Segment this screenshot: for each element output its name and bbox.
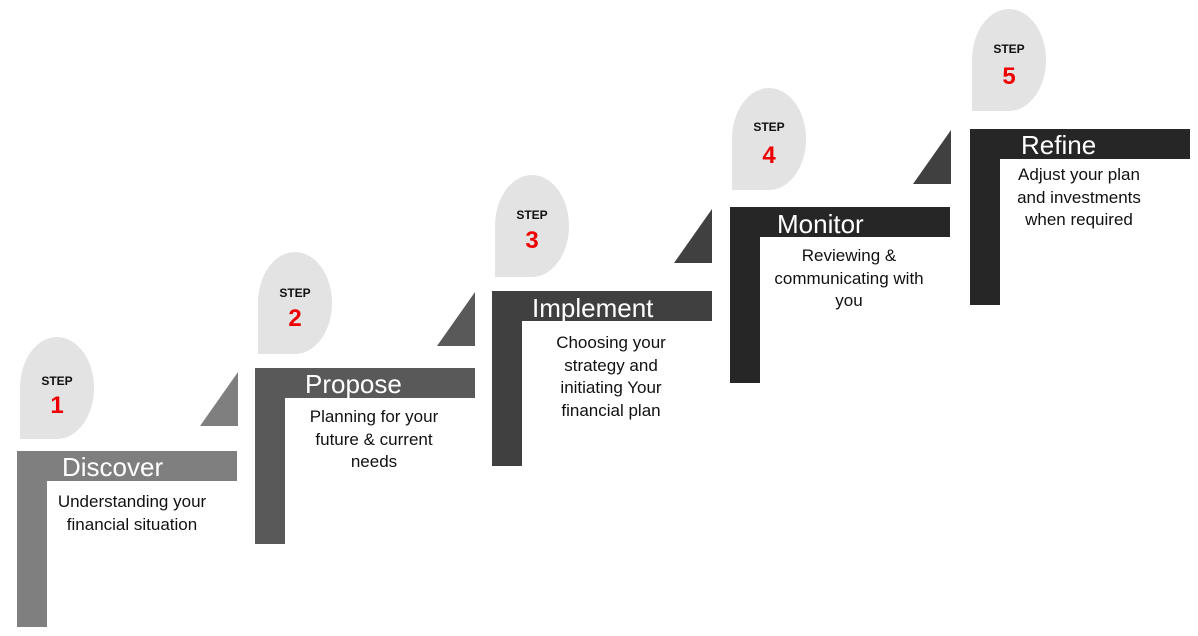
step-3-description: Choosing your strategy and initiating Yo…: [556, 333, 666, 420]
step-3-label: STEP: [516, 208, 548, 222]
step-2-title: Propose: [305, 369, 402, 399]
step-4-bubble: STEP 4: [732, 88, 806, 190]
step-3-post: [492, 291, 522, 466]
step-2-arrow: [437, 292, 475, 346]
step-3-title: Implement: [532, 293, 654, 323]
step-5-title: Refine: [1021, 130, 1097, 160]
step-5-bubble: STEP 5: [972, 9, 1046, 111]
step-3-arrow: [674, 209, 712, 263]
step-2-number: 2: [288, 305, 302, 332]
step-4-number: 4: [762, 142, 776, 169]
step-2-bar: [255, 368, 475, 398]
step-2-label: STEP: [279, 286, 311, 300]
step-5-description: Adjust your plan and investments when re…: [1017, 165, 1141, 229]
step-1-bar: [17, 451, 237, 481]
step-5-number: 5: [1002, 63, 1016, 90]
step-5-bar: [970, 129, 1190, 159]
step-1-arrow: [200, 372, 238, 426]
step-1-post: [17, 451, 47, 627]
step-2-description: Planning for your future & current needs: [309, 407, 439, 471]
step-2-post: [255, 368, 285, 544]
step-1-label: STEP: [41, 374, 73, 388]
step-5-post: [970, 129, 1000, 305]
step-1-bubble: STEP 1: [20, 337, 94, 439]
step-4-bar: [730, 207, 950, 237]
step-5-label: STEP: [993, 42, 1025, 56]
step-4-label: STEP: [753, 120, 785, 134]
step-1-number: 1: [50, 392, 64, 419]
step-4-arrow: [913, 130, 951, 184]
step-4-title: Monitor: [777, 209, 864, 239]
step-1-description: Understanding your financial situation: [57, 492, 207, 534]
step-3-bar: [492, 291, 712, 321]
step-2-bubble: STEP 2: [258, 252, 332, 354]
step-3-bubble: STEP 3: [495, 175, 569, 277]
step-1-title: Discover: [62, 452, 164, 482]
step-3-number: 3: [525, 227, 539, 254]
step-4-post: [730, 207, 760, 383]
step-4-description: Reviewing & communicating with you: [774, 246, 924, 310]
